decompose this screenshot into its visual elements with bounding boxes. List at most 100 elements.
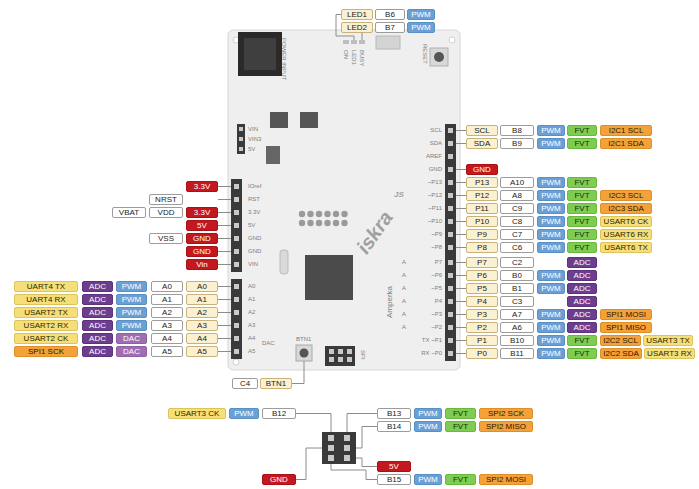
silkscreen-label: LED1 xyxy=(350,50,357,65)
pin-text: C4 xyxy=(240,379,250,388)
pin-text: P9 xyxy=(477,230,487,239)
header-pin xyxy=(329,357,334,362)
pwm-tag: PWM xyxy=(537,177,565,188)
silkscreen-label: SPI xyxy=(359,350,366,360)
port-label: A6 xyxy=(500,322,534,333)
pin-text: Vin xyxy=(196,260,207,269)
power-label: GND xyxy=(262,474,296,485)
leader-line xyxy=(218,225,231,226)
function-tag: UART4 RX xyxy=(14,294,78,305)
pin-text: PWM xyxy=(541,310,561,319)
silkscreen-label: ~P9 xyxy=(431,231,442,238)
port-label: C3 xyxy=(500,296,534,307)
icsp-pin xyxy=(316,220,322,226)
pin-text: SCL xyxy=(474,126,490,135)
adc-tag: ADC xyxy=(567,309,597,320)
icsp-pin xyxy=(299,211,305,217)
pin-text: C6 xyxy=(512,243,522,252)
leader-line xyxy=(456,288,466,289)
port-label: C2 xyxy=(500,257,534,268)
btn1-button-cap xyxy=(300,349,309,358)
pin-text: 5V xyxy=(197,221,207,230)
header-pin xyxy=(448,325,453,330)
leader-line xyxy=(218,212,231,213)
pin-text: FVT xyxy=(574,191,589,200)
function-tag: USART6 TX xyxy=(600,242,652,253)
pin-label: P8 xyxy=(466,242,498,253)
pin-text: A5 xyxy=(162,347,172,356)
leader-line xyxy=(218,251,231,252)
pin-text: SPI2 SCK xyxy=(488,409,524,418)
silkscreen-label: A xyxy=(402,259,406,266)
pin-text: ADC xyxy=(89,295,106,304)
pin-text: B13 xyxy=(387,409,401,418)
silkscreen-label: POWER INPUT xyxy=(280,38,287,80)
port-label: B8 xyxy=(500,125,534,136)
pin-text: B8 xyxy=(512,126,522,135)
pin-text: PWM xyxy=(541,204,561,213)
pin-text: SPI1 MISO xyxy=(606,323,646,332)
pin-text: A3 xyxy=(162,321,172,330)
pwm-tag: PWM xyxy=(537,348,565,359)
power-label: 3.3V xyxy=(186,181,218,192)
pin-header xyxy=(445,124,456,256)
leader-line xyxy=(356,427,377,449)
fvt-tag: FVT xyxy=(445,421,476,432)
port-label: B6 xyxy=(375,9,405,20)
reset-button xyxy=(430,48,448,66)
pin-text: NRST xyxy=(155,195,177,204)
function-tag: SPI1 SCK xyxy=(14,346,78,357)
header-pin xyxy=(347,349,352,354)
led xyxy=(351,40,357,44)
silkscreen-label: 3.3V xyxy=(248,209,260,216)
leader-line xyxy=(362,33,363,40)
port-label: B12 xyxy=(262,408,296,419)
silkscreen-label: SDA xyxy=(430,140,442,147)
silkscreen-label: A xyxy=(402,272,406,279)
pin-text: I2C3 SCL xyxy=(609,191,644,200)
fvt-tag: FVT xyxy=(445,474,476,485)
pwm-tag: PWM xyxy=(537,229,565,240)
regulator xyxy=(266,146,280,164)
silkscreen-label: ~P11 xyxy=(428,205,442,212)
usb-connector xyxy=(376,36,400,49)
pwm-tag: PWM xyxy=(116,294,147,305)
adc-tag: ADC xyxy=(82,346,113,357)
icsp-pin xyxy=(324,211,330,217)
logo-text: JS xyxy=(394,190,404,199)
power-jack-inner xyxy=(244,38,276,70)
pin-text: A5 xyxy=(197,347,207,356)
header-pin xyxy=(338,357,343,362)
pwm-tag: PWM xyxy=(537,125,565,136)
adc-tag: ADC xyxy=(82,307,113,318)
adc-tag: ADC xyxy=(567,296,597,307)
leader-line xyxy=(456,195,466,196)
pin-text: SPI1 MOSI xyxy=(606,310,646,319)
pin-label: P4 xyxy=(466,296,498,307)
pin-text: P11 xyxy=(475,204,489,213)
fvt-tag: FVT xyxy=(567,229,597,240)
pin-label: A1 xyxy=(186,294,218,305)
header-pin xyxy=(234,249,239,254)
silkscreen-label: GND xyxy=(429,166,442,173)
adc-tag: ADC xyxy=(567,322,597,333)
pin-text: PWM xyxy=(122,308,142,317)
function-tag: SPI1 MOSI xyxy=(600,309,652,320)
function-tag: SPI2 MOSI xyxy=(479,474,533,485)
function-tag: I2C1 SDA xyxy=(600,138,652,149)
pin-text: FVT xyxy=(574,230,589,239)
pin-text: A2 xyxy=(197,308,207,317)
pin-text: ADC xyxy=(574,323,591,332)
pin-text: FVT xyxy=(574,204,589,213)
pin-text: I2C3 SDA xyxy=(608,204,644,213)
pin-text: PWM xyxy=(418,422,438,431)
pin-text: P2 xyxy=(477,323,487,332)
port-label: A10 xyxy=(500,177,534,188)
adc-tag: ADC xyxy=(567,283,597,294)
pin-text: ADC xyxy=(574,297,591,306)
port-label: VDD xyxy=(149,207,183,218)
silkscreen-label: ~P12 xyxy=(428,192,442,199)
pin-text: 3.3V xyxy=(194,208,210,217)
header-pin xyxy=(448,312,453,317)
power-label: GND xyxy=(186,246,218,257)
